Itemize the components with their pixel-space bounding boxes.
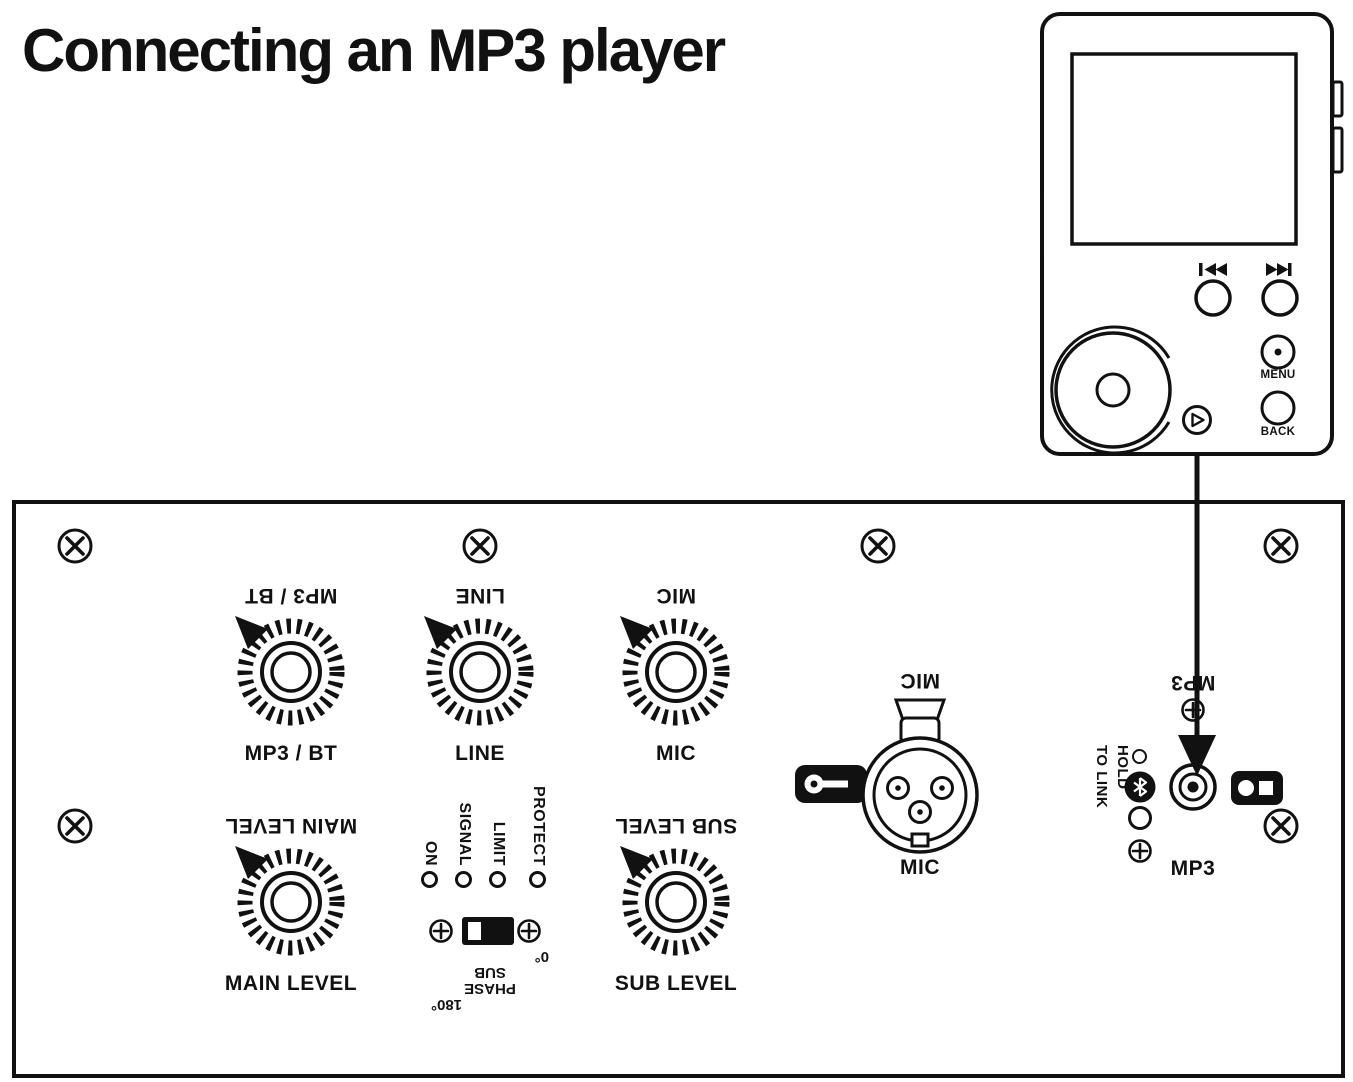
knob-sub-level [620, 846, 730, 956]
key-icon [795, 765, 867, 803]
xlr-outer-ring [861, 736, 979, 854]
mp3-player [1040, 12, 1344, 456]
knob-marker [235, 616, 268, 649]
player-side-button [1331, 80, 1344, 118]
menu-dot-icon [1274, 348, 1282, 356]
click-wheel-center [1095, 372, 1131, 408]
screw-icon [1263, 528, 1299, 564]
phase-line: 0° [534, 948, 549, 965]
menu-label: MENU [1260, 369, 1296, 381]
phase-line: 180° [431, 996, 463, 1013]
knob-tick-ring [622, 848, 730, 956]
rca-icon [1231, 771, 1283, 805]
screw-icon [57, 808, 93, 844]
player-screen [1070, 52, 1298, 246]
screw-icon [1263, 808, 1299, 844]
knob-label-main-level: MAIN LEVEL [224, 972, 358, 995]
screw-icon [860, 528, 896, 564]
phase-slider-knob [468, 922, 481, 940]
indicator-led-signal [455, 871, 472, 888]
knob-label-line-flipped: LINE [455, 584, 505, 607]
knob-label-sub-level: SUB LEVEL [614, 972, 738, 995]
knob-label-mic-flipped: MIC [656, 584, 696, 607]
player-side-button [1331, 126, 1344, 174]
knob-line [424, 616, 534, 726]
phase-slider [462, 917, 514, 945]
screw-icon [57, 528, 93, 564]
phase-switch-label: 180° PHASE SUB 0° [431, 948, 549, 1013]
knob-label-sub-level-flipped: SUB LEVEL [614, 814, 738, 837]
knob-label-mp3-bt-flipped: MP3 / BT [244, 584, 338, 607]
arrow-head [1178, 735, 1216, 776]
indicator-label-limit: LIMIT [490, 821, 507, 866]
mic-xlr-connector [861, 698, 979, 854]
prev-button [1194, 279, 1232, 317]
knob-marker [620, 846, 653, 879]
link-led [1132, 749, 1147, 764]
indicator-label-protect: PROTECT [530, 786, 547, 866]
knob-label-mic: MIC [656, 742, 696, 765]
back-label: BACK [1260, 426, 1296, 438]
phillips-screw-icon [1128, 839, 1152, 863]
wheel-housing-arc [1050, 325, 1171, 455]
link-button [1128, 806, 1152, 830]
mic-label: MIC [900, 856, 940, 879]
play-icon [1191, 412, 1205, 428]
xlr-notch [910, 832, 930, 848]
connection-arrow [1178, 456, 1216, 776]
mp3-jack-label: MP3 [1170, 857, 1216, 880]
phase-line: SUB [474, 964, 506, 981]
mic-label-flipped: MIC [900, 669, 940, 692]
knob-marker [620, 616, 653, 649]
back-button [1260, 390, 1296, 426]
knob-label-line: LINE [455, 742, 505, 765]
indicator-led-limit [489, 871, 506, 888]
amplifier-panel [12, 500, 1345, 1078]
play-button [1182, 405, 1212, 435]
knob-label-main-level-flipped: MAIN LEVEL [224, 814, 358, 837]
phillips-screw-icon [517, 919, 541, 943]
indicator-led-on [421, 871, 438, 888]
indicator-label-signal: SIGNAL [456, 802, 473, 866]
mp3-input-jack [1169, 763, 1217, 811]
phase-line: PHASE [464, 980, 516, 997]
knob-marker [235, 846, 268, 879]
indicator-label-on: ON [422, 841, 439, 866]
skip-back-icon [1199, 263, 1227, 276]
knob-mp3-bt [235, 616, 345, 726]
knob-marker [424, 616, 457, 649]
bluetooth-icon [1133, 777, 1148, 797]
next-button [1261, 279, 1299, 317]
knob-mic [620, 616, 730, 726]
skip-forward-icon [1266, 263, 1292, 276]
knob-main-level [235, 846, 345, 956]
bluetooth-pair-button [1124, 771, 1156, 803]
knob-tick-ring [426, 618, 534, 726]
page-title: Connecting an MP3 player [22, 17, 726, 84]
knob-tick-ring [622, 618, 730, 726]
screw-icon [462, 528, 498, 564]
indicator-led-protect [529, 871, 546, 888]
knob-tick-ring [237, 848, 345, 956]
knob-label-mp3-bt: MP3 / BT [244, 742, 338, 765]
to-link-label: TO LINK [1093, 745, 1110, 809]
knob-tick-ring [237, 618, 345, 726]
phillips-screw-icon [429, 919, 453, 943]
